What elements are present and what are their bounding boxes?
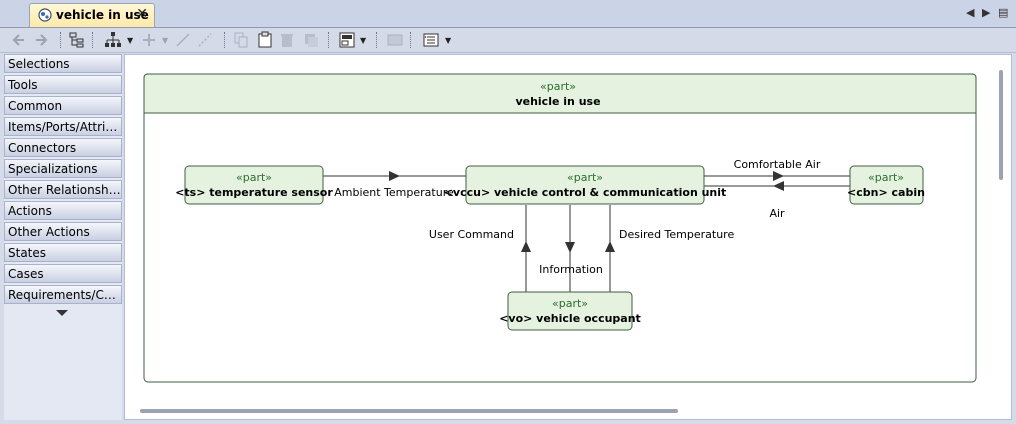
toolbar-separator (328, 32, 331, 48)
part-stereotype: «part» (567, 171, 603, 184)
flow-information[interactable] (565, 205, 575, 292)
palette-panel: Selections Tools Common Items/Ports/Attr… (4, 54, 122, 420)
part-name: <cbn> cabin (847, 186, 925, 199)
delete-from-model-icon[interactable] (302, 31, 320, 49)
palette-group-actions[interactable]: Actions (4, 201, 122, 220)
display-icon[interactable] (386, 31, 404, 49)
part-name: <vo> vehicle occupant (499, 312, 641, 325)
part-cabin[interactable]: «part» <cbn> cabin (847, 165, 925, 205)
flow-label-user-command: User Command (429, 228, 514, 241)
paste-icon[interactable] (256, 31, 274, 49)
part-vehicle-occupant[interactable]: «part» <vo> vehicle occupant (499, 291, 641, 331)
tab-title: vehicle in use (56, 8, 149, 22)
tab-list-menu-icon[interactable]: ▤ (998, 6, 1009, 19)
close-icon[interactable]: ✕ (136, 6, 148, 22)
flow-comfortable-air[interactable] (704, 171, 850, 181)
frame-title: vehicle in use (515, 95, 600, 108)
containment-tree-icon[interactable] (68, 31, 86, 49)
palette-group-other-actions[interactable]: Other Actions (4, 222, 122, 241)
copy-icon[interactable] (232, 31, 250, 49)
vertical-scrollbar-thumb[interactable] (999, 70, 1003, 180)
part-stereotype: «part» (552, 297, 588, 310)
palette-group-tools[interactable]: Tools (4, 75, 122, 94)
part-vehicle-control-communication-unit[interactable]: «part» <vccu> vehicle control & communic… (444, 165, 727, 205)
part-name: <vccu> vehicle control & communication u… (444, 186, 727, 199)
toolbar-separator (92, 32, 95, 48)
flow-air[interactable] (704, 181, 850, 191)
part-stereotype: «part» (236, 171, 272, 184)
tab-vehicle-in-use[interactable]: vehicle in use ✕ (29, 3, 155, 27)
flow-user-command[interactable] (521, 205, 531, 292)
chevron-down-icon[interactable]: ▼ (162, 36, 169, 45)
chevron-down-icon[interactable]: ▼ (127, 36, 134, 45)
vertical-scrollbar[interactable] (996, 70, 1006, 180)
palette-group-common[interactable]: Common (4, 96, 122, 115)
scroll-tabs-right-icon[interactable]: ▶ (982, 6, 991, 19)
rectilinear-path-icon[interactable] (196, 31, 214, 49)
palette-group-specializations[interactable]: Specializations (4, 159, 122, 178)
shape-style-icon[interactable] (338, 31, 356, 49)
palette-group-cases[interactable]: Cases (4, 264, 122, 283)
chevron-down-icon[interactable]: ▼ (445, 36, 452, 45)
diagram-icon (38, 8, 52, 22)
back-arrow-icon[interactable] (10, 31, 28, 49)
path-style-icon[interactable] (174, 31, 192, 49)
frame-vehicle-in-use[interactable]: «part» vehicle in use (143, 73, 977, 383)
flow-label-desired-temperature: Desired Temperature (619, 228, 734, 241)
toolbar-separator (410, 32, 413, 48)
flow-label-air: Air (769, 207, 785, 220)
diagram-toolbar: ▼ ▼ ▼ ▼ (0, 28, 1016, 53)
frame-stereotype: «part» (540, 80, 576, 93)
palette-group-states[interactable]: States (4, 243, 122, 262)
add-element-icon[interactable] (140, 31, 158, 49)
forward-arrow-icon[interactable] (32, 31, 50, 49)
part-name: <ts> temperature sensor (175, 186, 333, 199)
palette-more-chevron-down-icon[interactable] (56, 310, 68, 316)
flow-desired-temperature[interactable] (605, 205, 615, 292)
toolbar-separator (376, 32, 379, 48)
horizontal-scrollbar-thumb[interactable] (140, 409, 678, 413)
toolbar-separator (60, 32, 63, 48)
toolbar-separator (224, 32, 227, 48)
palette-group-selections[interactable]: Selections (4, 54, 122, 73)
layout-hierarchy-icon[interactable] (104, 31, 122, 49)
flow-ambient-temperature[interactable] (323, 171, 466, 181)
scroll-tabs-left-icon[interactable]: ◀ (966, 6, 975, 19)
palette-group-items-ports-attributes[interactable]: Items/Ports/Attribu... (4, 117, 122, 136)
tab-bar: vehicle in use ✕ ◀ ▶ ▤ (0, 0, 1016, 28)
part-stereotype: «part» (868, 171, 904, 184)
compartments-icon[interactable] (422, 31, 440, 49)
delete-icon[interactable] (278, 31, 296, 49)
flow-label-information: Information (539, 263, 603, 276)
palette-group-other-relationships[interactable]: Other Relationships (4, 180, 122, 199)
palette-group-requirements[interactable]: Requirements/Con... (4, 285, 122, 304)
flow-label-ambient-temperature: Ambient Temperature (334, 186, 454, 199)
chevron-down-icon[interactable]: ▼ (360, 36, 367, 45)
part-temperature-sensor[interactable]: «part» <ts> temperature sensor (175, 165, 333, 205)
palette-group-connectors[interactable]: Connectors (4, 138, 122, 157)
flow-label-comfortable-air: Comfortable Air (734, 158, 821, 171)
